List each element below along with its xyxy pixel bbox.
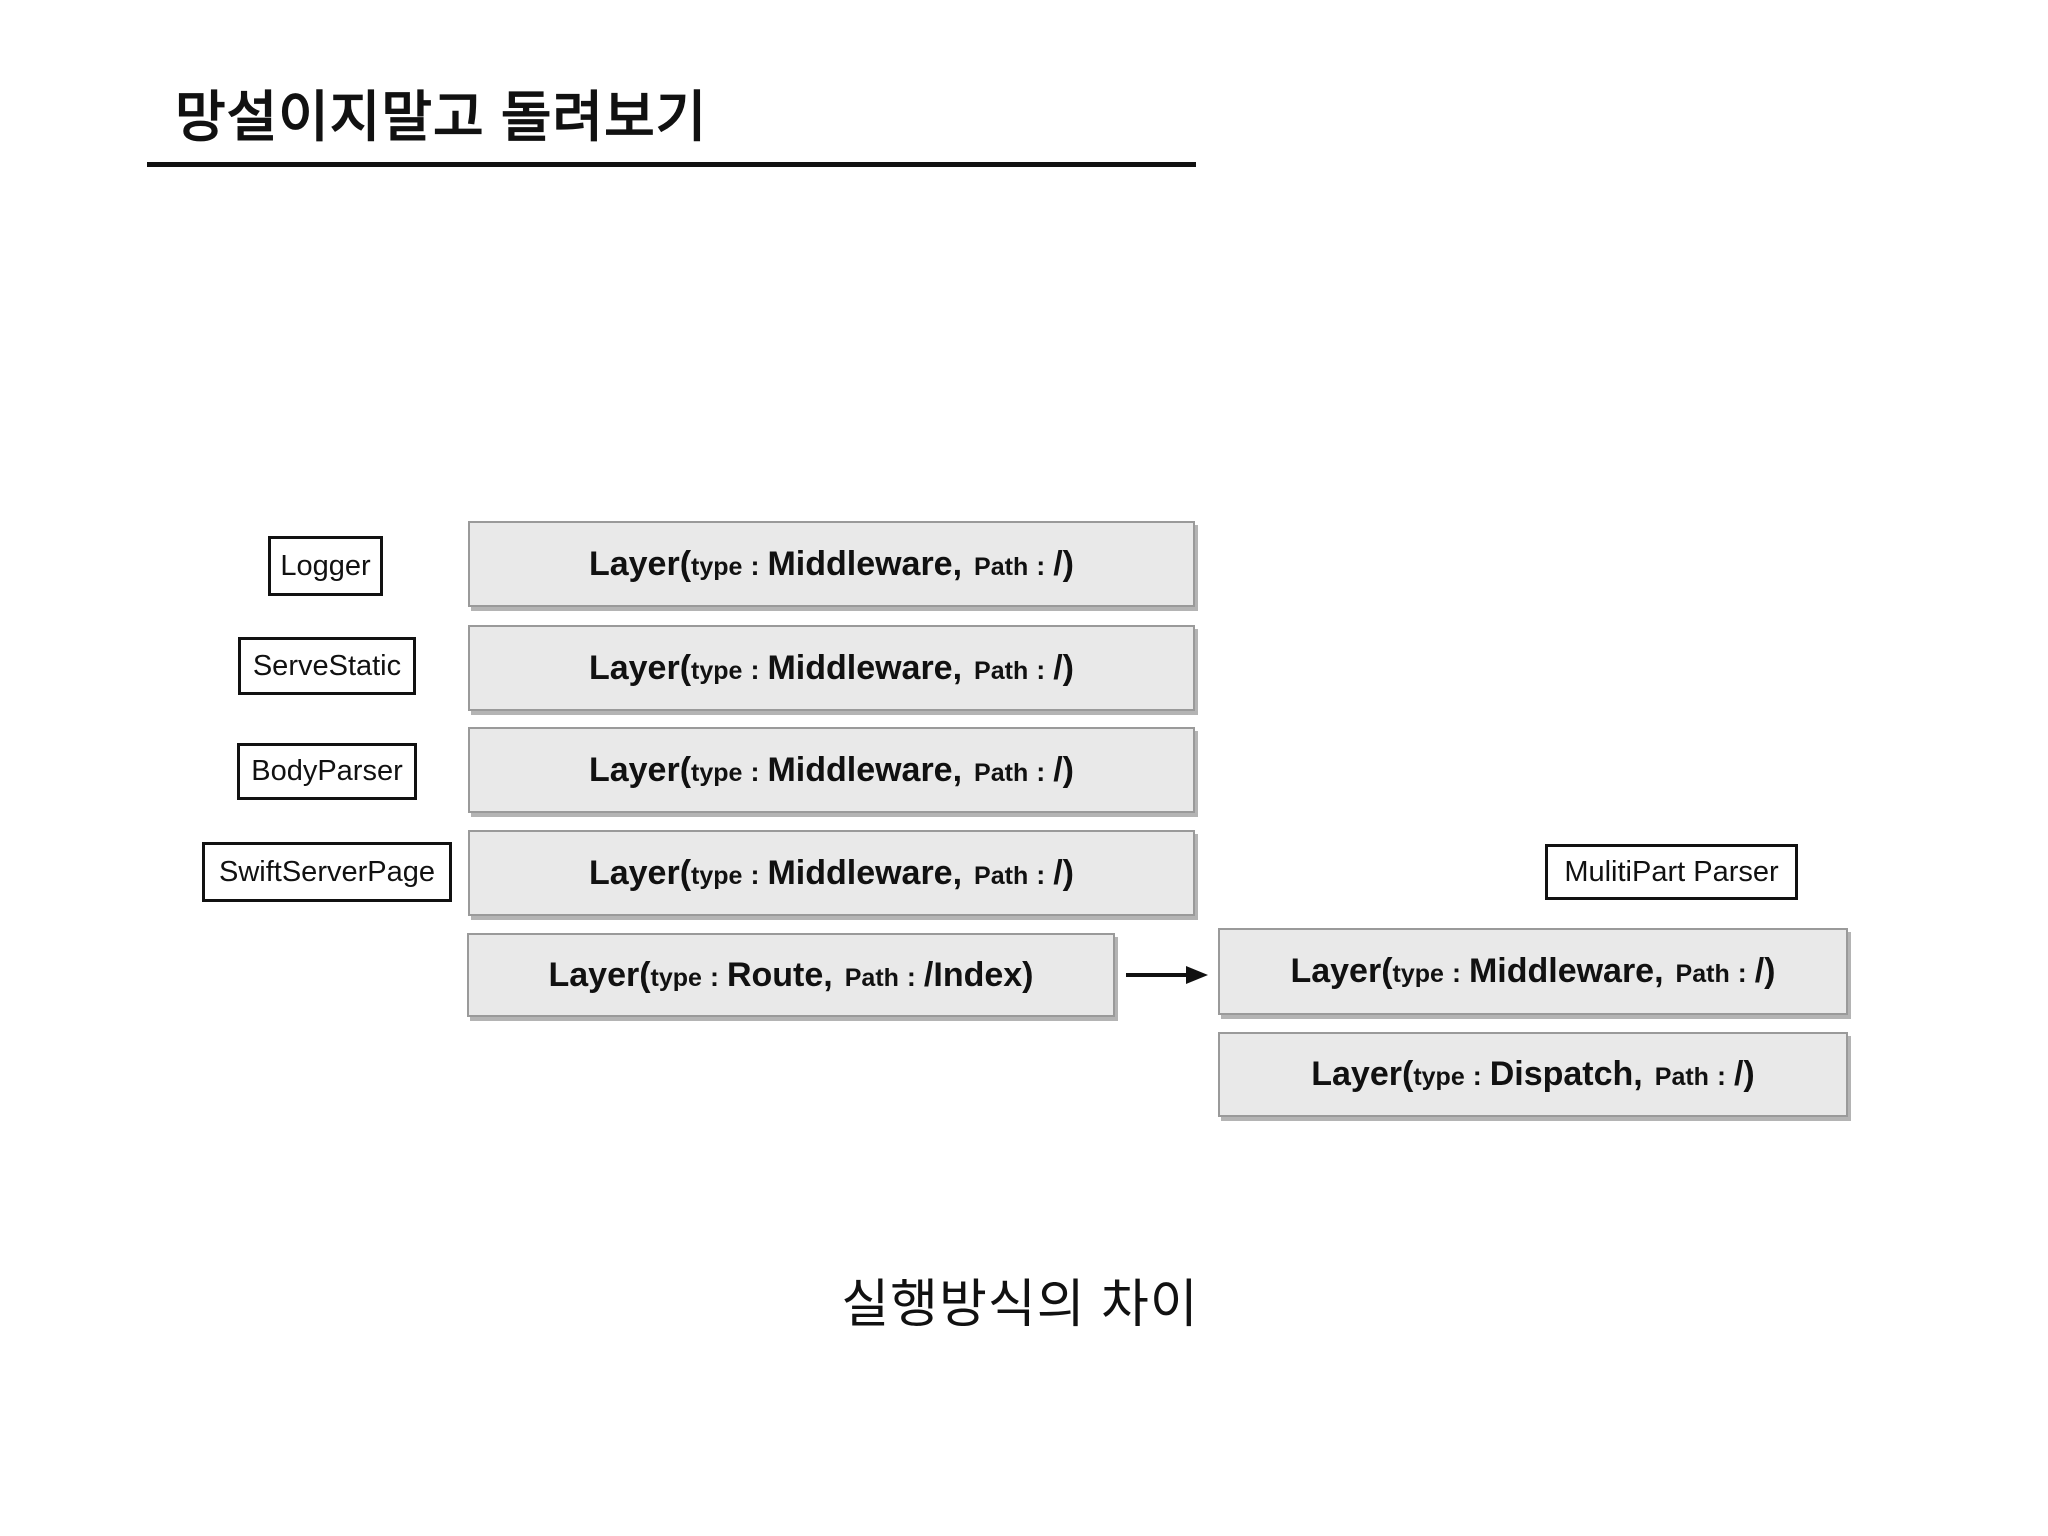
label-logger: Logger xyxy=(268,536,383,596)
layer-text: Layer(type:Dispatch,Path:/) xyxy=(1311,1055,1755,1093)
label-multipart-parser: MulitiPart Parser xyxy=(1545,844,1798,900)
layer-text: Layer(type:Middleware,Path:/) xyxy=(588,544,1075,583)
page-title: 망설이지말고 돌려보기 xyxy=(175,86,708,148)
layer-box-middleware-1: Layer(type:Middleware,Path:/) xyxy=(468,521,1195,607)
layer-text: Layer(type:Middleware,Path:/) xyxy=(588,648,1075,687)
layer-text: Layer(type:Middleware,Path:/) xyxy=(1290,952,1776,990)
layer-text: Layer(type:Middleware,Path:/) xyxy=(588,853,1075,892)
layer-box-route: Layer(type:Route,Path:/Index) xyxy=(467,933,1115,1017)
layer-text: Layer(type:Route,Path:/Index) xyxy=(548,955,1034,994)
layer-box-middleware-3: Layer(type:Middleware,Path:/) xyxy=(468,727,1195,813)
label-swiftserverpage: SwiftServerPage xyxy=(202,842,452,902)
label-servestatic: ServeStatic xyxy=(238,637,416,695)
layer-box-right-middleware: Layer(type:Middleware,Path:/) xyxy=(1218,928,1848,1015)
arrow-right-icon xyxy=(1126,966,1208,984)
layer-box-right-dispatch: Layer(type:Dispatch,Path:/) xyxy=(1218,1032,1848,1117)
layer-box-middleware-2: Layer(type:Middleware,Path:/) xyxy=(468,625,1195,711)
layer-text: Layer(type:Middleware,Path:/) xyxy=(588,750,1075,789)
label-bodyparser: BodyParser xyxy=(237,743,417,800)
title-underline xyxy=(147,162,1196,167)
caption: 실행방식의 차이 xyxy=(841,1276,1199,1334)
layer-box-middleware-4: Layer(type:Middleware,Path:/) xyxy=(468,830,1195,916)
